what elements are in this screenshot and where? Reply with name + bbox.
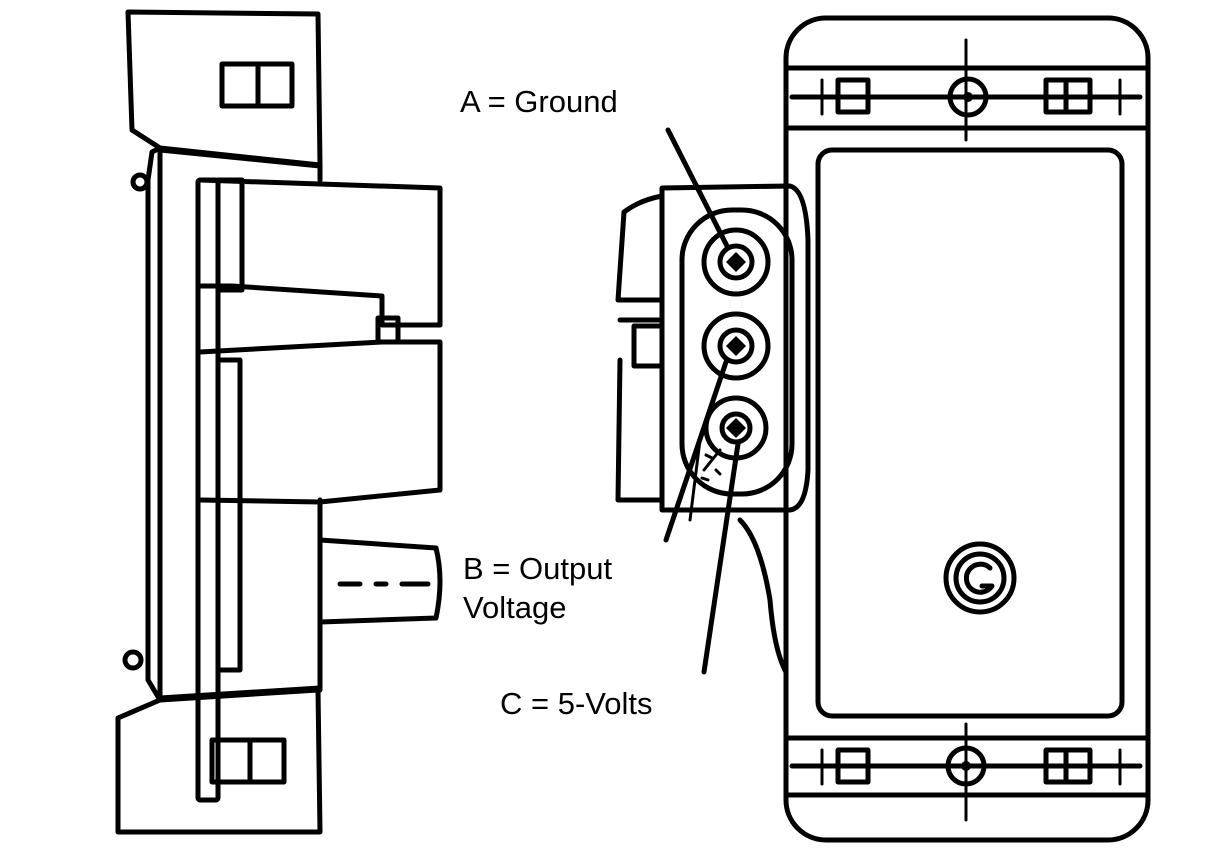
label-ground: A = Ground xyxy=(460,84,618,119)
leader-a xyxy=(665,127,731,251)
sensor-front-view xyxy=(615,15,1151,843)
sensor-side-view xyxy=(115,9,443,835)
pin-b-terminal xyxy=(701,311,771,381)
leader-c xyxy=(701,441,741,675)
grounding-screw-icon xyxy=(943,541,1017,615)
leader-lines xyxy=(663,127,741,675)
label-voltage: Voltage xyxy=(463,590,567,625)
label-5-volts: C = 5-Volts xyxy=(500,686,653,721)
pin-a-terminal xyxy=(701,227,771,297)
label-output: B = Output xyxy=(463,551,613,586)
leader-b xyxy=(663,359,729,543)
